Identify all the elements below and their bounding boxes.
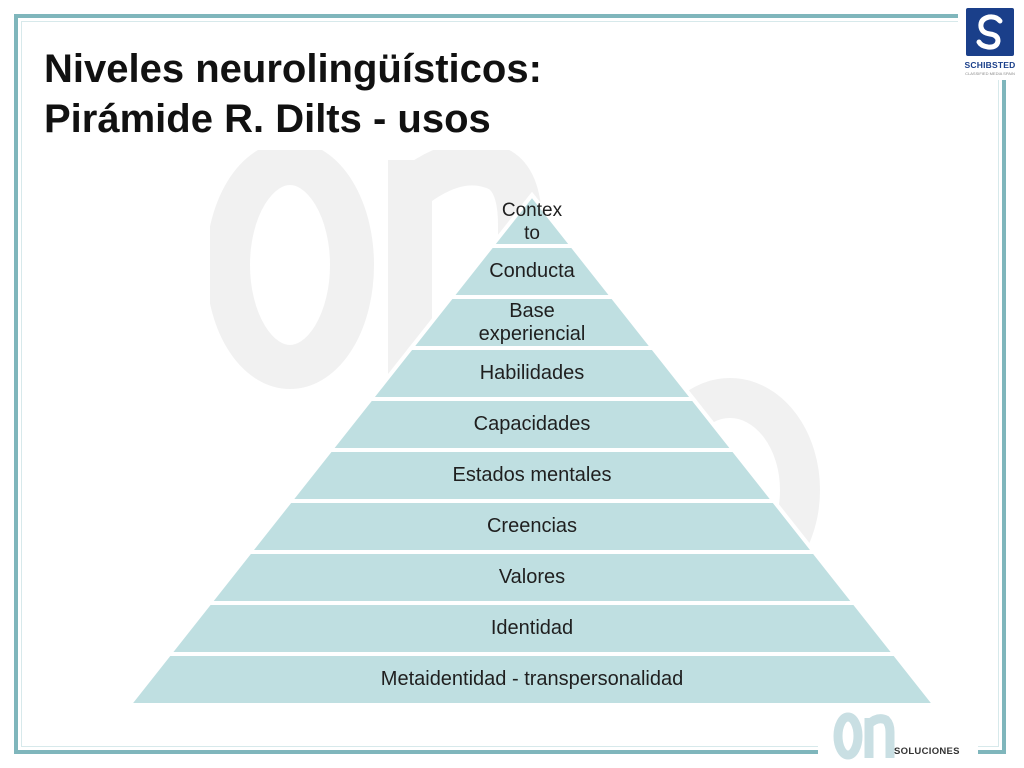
pyramid-tier-shape xyxy=(124,652,940,707)
title-line-2: Pirámide R. Dilts - usos xyxy=(44,97,491,141)
slide-frame xyxy=(14,14,1006,754)
pyramid-tier-label: Creencias xyxy=(486,515,578,537)
pyramid-tier-label: Conducta xyxy=(489,260,575,282)
pyramid-tier-label: Habilidades xyxy=(479,362,585,384)
slide-title: Niveles neurolingüísticos: Pirámide R. D… xyxy=(44,44,542,144)
pyramid-tier-label: Metaidentidad - transpersonalidad xyxy=(380,668,684,690)
pyramid-tier-label: Identidad xyxy=(490,617,574,639)
schibsted-logo: SCHIBSTED CLASSIFIED MEDIA SPAIN xyxy=(958,2,1020,80)
schibsted-wordmark: SCHIBSTED xyxy=(964,60,1016,70)
pyramid-tier-label: Valores xyxy=(498,566,566,588)
schibsted-s-icon xyxy=(966,8,1014,56)
on-soluciones-logo: SOLUCIONES xyxy=(818,706,978,766)
slide-inner-frame xyxy=(21,21,999,747)
title-line-1: Niveles neurolingüísticos: xyxy=(44,47,542,91)
pyramid-tier-label: Estados mentales xyxy=(452,464,612,486)
on-logo-icon xyxy=(833,712,895,760)
pyramid-tier-label: Capacidades xyxy=(473,413,591,435)
soluciones-wordmark: SOLUCIONES xyxy=(894,746,960,757)
schibsted-tagline: CLASSIFIED MEDIA SPAIN xyxy=(965,71,1015,76)
